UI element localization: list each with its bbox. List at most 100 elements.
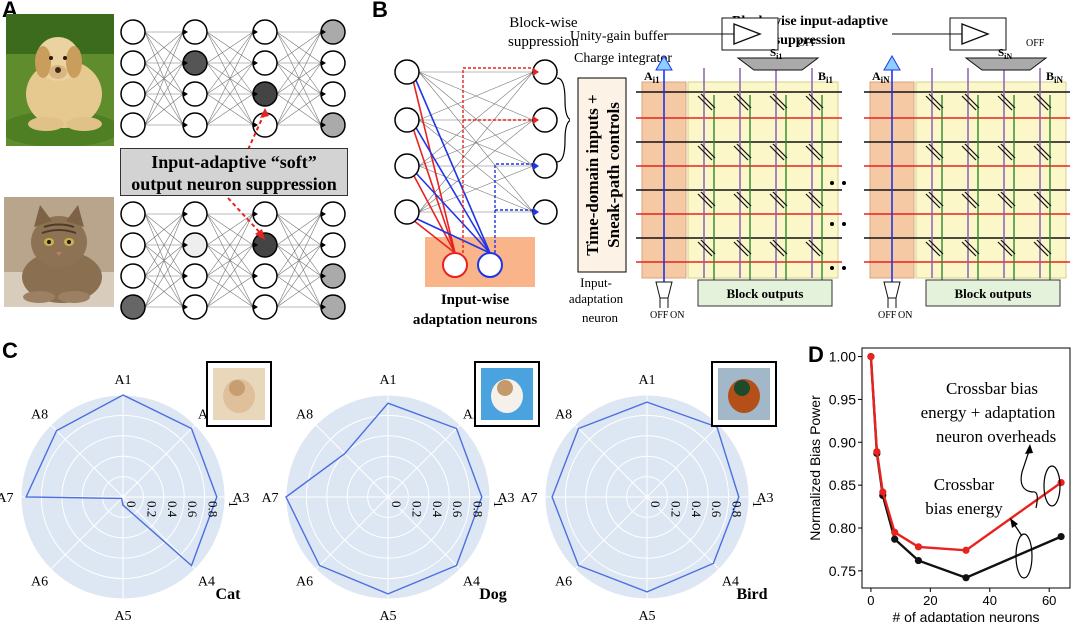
memristor-device-icon	[928, 143, 944, 159]
annotation-red-line3: neuron overheads	[936, 427, 1056, 446]
panel-label-c: C	[2, 338, 18, 363]
radar-tick-label: 0	[124, 501, 139, 508]
memristor-device-icon	[805, 193, 821, 209]
block-outputs-box	[925, 279, 1061, 307]
memristor-device-icon	[1000, 239, 1016, 255]
adaptation-blue-connection	[414, 217, 491, 254]
arrow-head-icon	[183, 273, 188, 279]
network-connection	[276, 213, 322, 308]
radar-axis-label: A1	[638, 373, 655, 388]
memristor-device-icon	[1036, 239, 1052, 255]
y-axis-label: Normalized Bias Power	[807, 395, 823, 541]
series-point	[914, 543, 923, 551]
suppression-text-line1: Input-adaptive “soft”	[151, 152, 317, 172]
network-connection	[418, 71, 534, 121]
x-tick-label: 0	[867, 593, 874, 608]
radar-class-name: Cat	[216, 586, 242, 603]
neuron-node	[120, 294, 146, 320]
annotation-pointer-red	[1020, 447, 1038, 509]
arrow-head-icon	[253, 122, 258, 128]
memristor-device-icon	[997, 193, 1013, 209]
memristor-device-icon	[805, 145, 821, 161]
series-point	[873, 448, 881, 456]
radar-grid-spoke	[574, 424, 648, 498]
unity-gain-buffer-icon	[655, 54, 673, 71]
memristor-device-icon	[700, 191, 716, 207]
radar-axis-label: A4	[722, 574, 739, 589]
memristor-device-icon	[733, 145, 749, 161]
adaptation-red-connection	[412, 173, 456, 254]
radar-series-outline	[25, 394, 218, 567]
network-connection	[276, 244, 322, 308]
block-a-subscript: i1	[653, 75, 661, 85]
radar-tick-label: 0	[648, 501, 663, 508]
unity-gain-buffer-label: Unity-gain buffer	[570, 29, 668, 44]
class-thumbnail-detail	[734, 380, 750, 396]
radar-series-outline	[551, 401, 740, 593]
memristor-device-icon	[808, 143, 824, 159]
adaptation-neuron-icon	[883, 281, 901, 299]
radar-axis-label: A5	[638, 609, 655, 622]
memristor-device-icon	[772, 143, 788, 159]
network-connection	[144, 31, 184, 126]
annotation-red-line2: energy + adaptation	[921, 403, 1056, 422]
adaptation-off-label: OFF	[878, 310, 897, 321]
adaptation-blue-connection	[414, 77, 491, 254]
charge-integrator-label: Charge integrator	[574, 51, 672, 66]
time-domain-text-line2: Sneak-path controls	[604, 102, 623, 248]
block-crossbar-grid	[915, 81, 1067, 279]
arrow-head-icon	[321, 211, 326, 217]
ellipsis-dot	[830, 181, 834, 185]
radar-grid-spoke	[646, 424, 720, 498]
red-adaptation-neuron	[442, 252, 468, 278]
arrow-head-icon	[321, 304, 326, 310]
annotation-red-line1: Crossbar bias	[946, 379, 1038, 398]
panel-c-radar-charts: A1A2A3A4A5A6A7A800.20.40.60.81CatA1A2A3A…	[0, 361, 777, 622]
y-tick-label: 0.75	[829, 563, 856, 579]
radar-tick-label: 1	[226, 501, 241, 508]
memristor-device-icon	[997, 145, 1013, 161]
arrow-head-icon	[321, 242, 326, 248]
network-connection	[206, 275, 254, 308]
arrow-head-icon	[321, 29, 326, 35]
panel-a-suppression-box: Input-adaptive “soft” output neuron supp…	[120, 148, 348, 196]
adaptation-on-label: ON	[898, 310, 912, 321]
network-connection	[276, 31, 322, 95]
radar-grid-spoke	[50, 496, 124, 570]
memristor-device-icon	[1000, 143, 1016, 159]
network-connection	[206, 31, 254, 126]
memristor-device-icon	[808, 93, 824, 109]
input-adaptation-neuron-label-line3: neuron	[582, 310, 619, 325]
block-a-label: Ai1	[644, 69, 660, 85]
memristor-device-icon	[733, 193, 749, 209]
radar-axis-label: A4	[463, 574, 480, 589]
memristor-device-icon	[925, 145, 941, 161]
radar-tick-label: 1	[491, 501, 506, 508]
block-b-subscript: iN	[1054, 75, 1064, 85]
radar-tick-label: 0.2	[668, 501, 683, 517]
adaptation-on-label: ON	[670, 310, 684, 321]
radar-axis-label: A8	[31, 408, 48, 423]
memristor-device-icon	[769, 95, 785, 111]
memristor-device-icon	[961, 241, 977, 257]
block-outputs-label: Block outputs	[955, 286, 1032, 301]
radar-tick-label: 0.6	[450, 501, 465, 518]
radar-tick-label: 0.4	[165, 501, 180, 518]
y-tick-label: 0.90	[829, 434, 856, 450]
radar-grid-spoke	[387, 496, 461, 570]
block-b-label: BiN	[1046, 69, 1064, 85]
block-outputs-label: Block outputs	[727, 286, 804, 301]
x-tick-label: 60	[1042, 593, 1056, 608]
memristor-device-icon	[961, 95, 977, 111]
series-point	[879, 488, 887, 496]
memristor-device-icon	[736, 191, 752, 207]
network-connection	[276, 62, 322, 126]
memristor-device-icon	[964, 143, 980, 159]
switch-off-label: OFF	[1026, 38, 1045, 49]
switch-s-subscript: iN	[1004, 52, 1012, 61]
neuron-node	[120, 201, 146, 227]
annotation-black-line2: bias energy	[925, 499, 1003, 518]
switch-s-subscript: i1	[776, 52, 782, 61]
memristor-device-icon	[769, 241, 785, 257]
memristor-device-icon	[772, 239, 788, 255]
